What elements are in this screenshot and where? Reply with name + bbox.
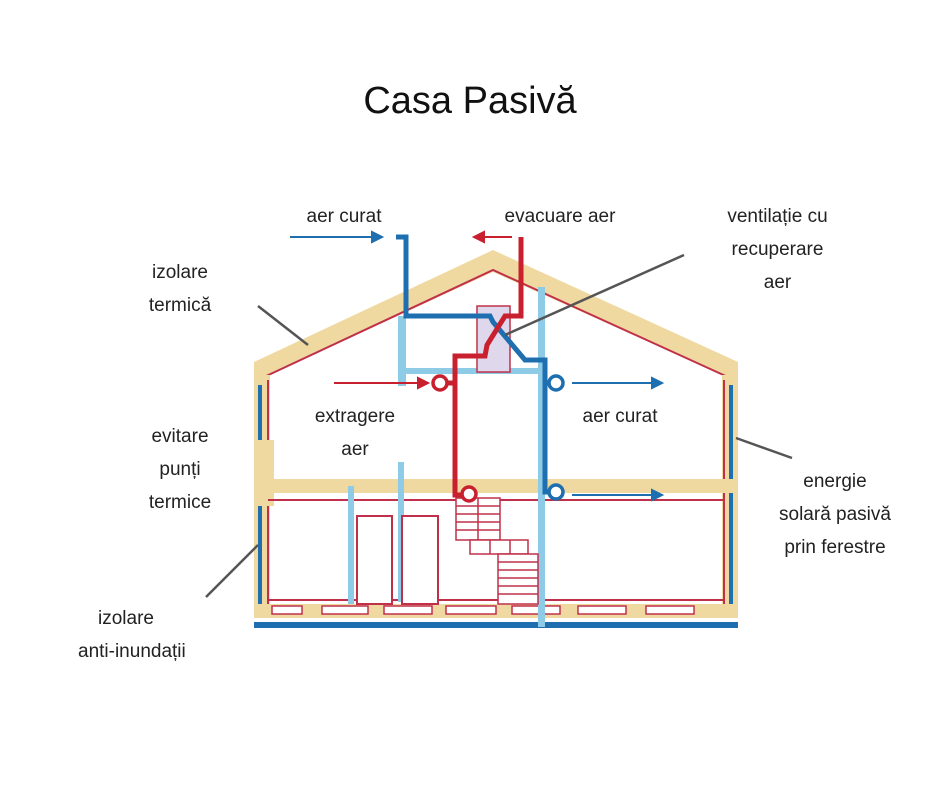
floor-joists bbox=[271, 605, 695, 615]
staircase bbox=[455, 497, 539, 605]
foundation-blue-band bbox=[254, 622, 738, 628]
fresh-air-outlet-lower bbox=[547, 483, 565, 501]
label-passive-solar: energie solară pasivă prin ferestre bbox=[779, 471, 891, 558]
label-fresh-air-mid: aer curat bbox=[582, 406, 658, 427]
fresh-air-duct bbox=[396, 234, 555, 495]
label-flood-insulation: izolare anti-inundații bbox=[78, 608, 186, 662]
right-wall-blue bbox=[729, 385, 733, 615]
door-left bbox=[356, 515, 393, 605]
label-exhaust-air: evacuare aer bbox=[504, 206, 616, 227]
middle-floor-slab bbox=[268, 479, 738, 493]
label-ventilation: ventilație cu recuperare aer bbox=[727, 206, 828, 293]
door-right bbox=[401, 515, 439, 605]
exhaust-duct bbox=[452, 237, 524, 498]
label-thermal-bridges: evitare punți termice bbox=[148, 426, 212, 513]
label-thermal-insulation: izolare termică bbox=[148, 262, 212, 316]
arrow-fresh-upper bbox=[572, 376, 665, 390]
arrow-extract-in bbox=[334, 376, 431, 390]
roof-inner-line bbox=[261, 268, 731, 379]
label-fresh-air-top: aer curat bbox=[306, 206, 382, 227]
extract-inlet-upper bbox=[431, 374, 449, 392]
label-extract-air: extragere aer bbox=[314, 406, 396, 460]
arrow-exhaust-out bbox=[471, 230, 512, 244]
thermal-bridge-block bbox=[256, 440, 274, 506]
arrow-fresh-in bbox=[290, 230, 385, 244]
page-title: Casa Pasivă bbox=[363, 80, 577, 122]
leader-lines bbox=[205, 253, 793, 598]
arrow-fresh-lower bbox=[572, 488, 665, 502]
extract-inlet-lower bbox=[460, 485, 478, 503]
fresh-air-outlet-upper bbox=[547, 374, 565, 392]
